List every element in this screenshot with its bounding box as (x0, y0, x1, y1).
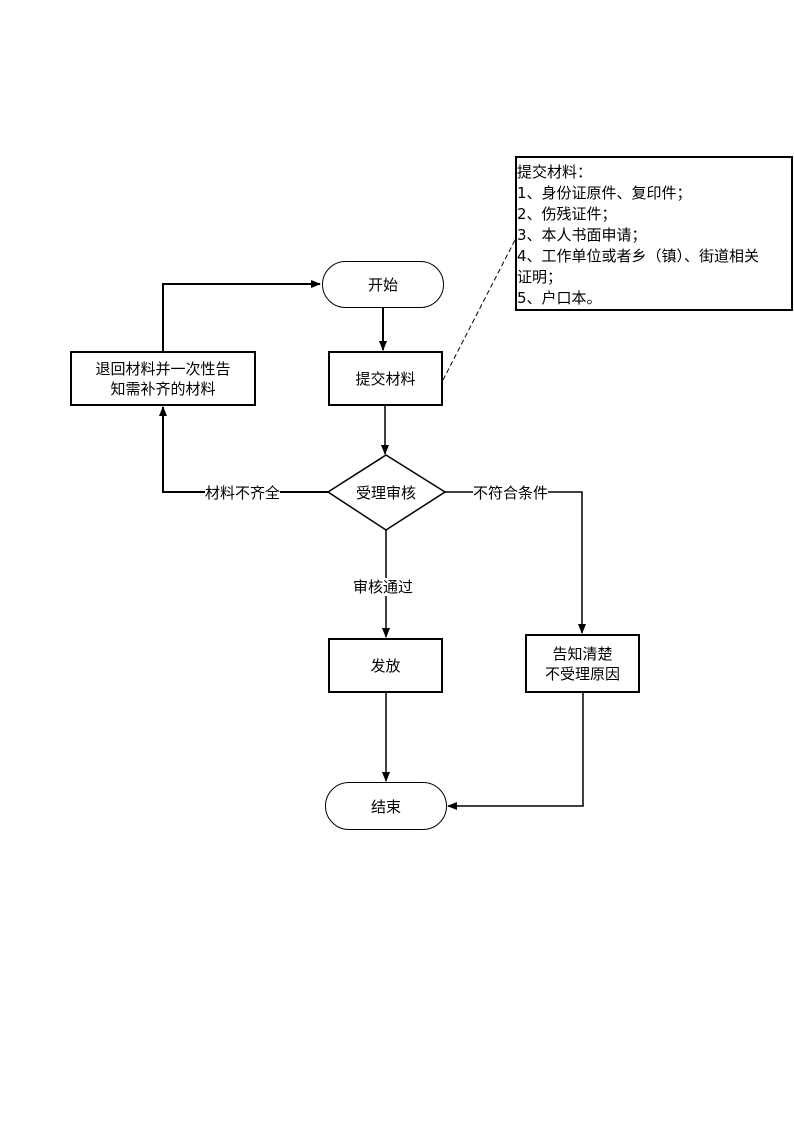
issue-box: 发放 (328, 638, 443, 693)
return-materials-box: 退回材料并一次性告 知需补齐的材料 (70, 351, 256, 406)
start-label: 开始 (367, 276, 398, 294)
review-label: 受理审核 (355, 484, 416, 502)
note-item-4-cont: 证明； (517, 268, 563, 286)
submit-label: 提交材料 (355, 369, 416, 388)
return-label-line1: 退回材料并一次性告 (95, 359, 231, 378)
edge-label-approved: 审核通过 (353, 578, 414, 596)
note-title: 提交材料： (517, 163, 593, 181)
issue-label: 发放 (370, 656, 401, 675)
arrow-review-to-notify (445, 491, 586, 634)
edge-label-not-qualified: 不符合条件 (473, 484, 549, 502)
edge-label-incomplete: 材料不齐全 (205, 484, 281, 502)
note-item-2: 2、伤残证件； (517, 205, 617, 223)
notify-label-line1: 告知清楚 (552, 644, 613, 663)
arrow-notify-to-end (447, 692, 584, 810)
note-item-3: 3、本人书面申请； (517, 226, 647, 244)
start-terminal: 开始 (322, 261, 444, 308)
note-item-4: 4、工作单位或者乡（镇）、街道相关 (517, 247, 760, 265)
materials-note: 提交材料： 1、身份证原件、复印件； 2、伤残证件； 3、本人书面申请； 4、工… (515, 156, 793, 311)
note-item-1: 1、身份证原件、复印件； (517, 184, 692, 202)
review-decision-diamond (326, 454, 447, 531)
notify-reason-box: 告知清楚 不受理原因 (525, 634, 640, 693)
note-item-5: 5、户口本。 (517, 289, 602, 307)
submit-materials-box: 提交材料 (328, 351, 443, 406)
arrow-review-to-return (159, 406, 328, 493)
end-label: 结束 (370, 797, 401, 816)
arrow-return-to-start (162, 280, 321, 351)
notify-label-line2: 不受理原因 (544, 664, 620, 683)
end-terminal: 结束 (325, 782, 447, 830)
note-callout-line (442, 239, 516, 381)
return-label-line2: 知需补齐的材料 (110, 379, 216, 398)
